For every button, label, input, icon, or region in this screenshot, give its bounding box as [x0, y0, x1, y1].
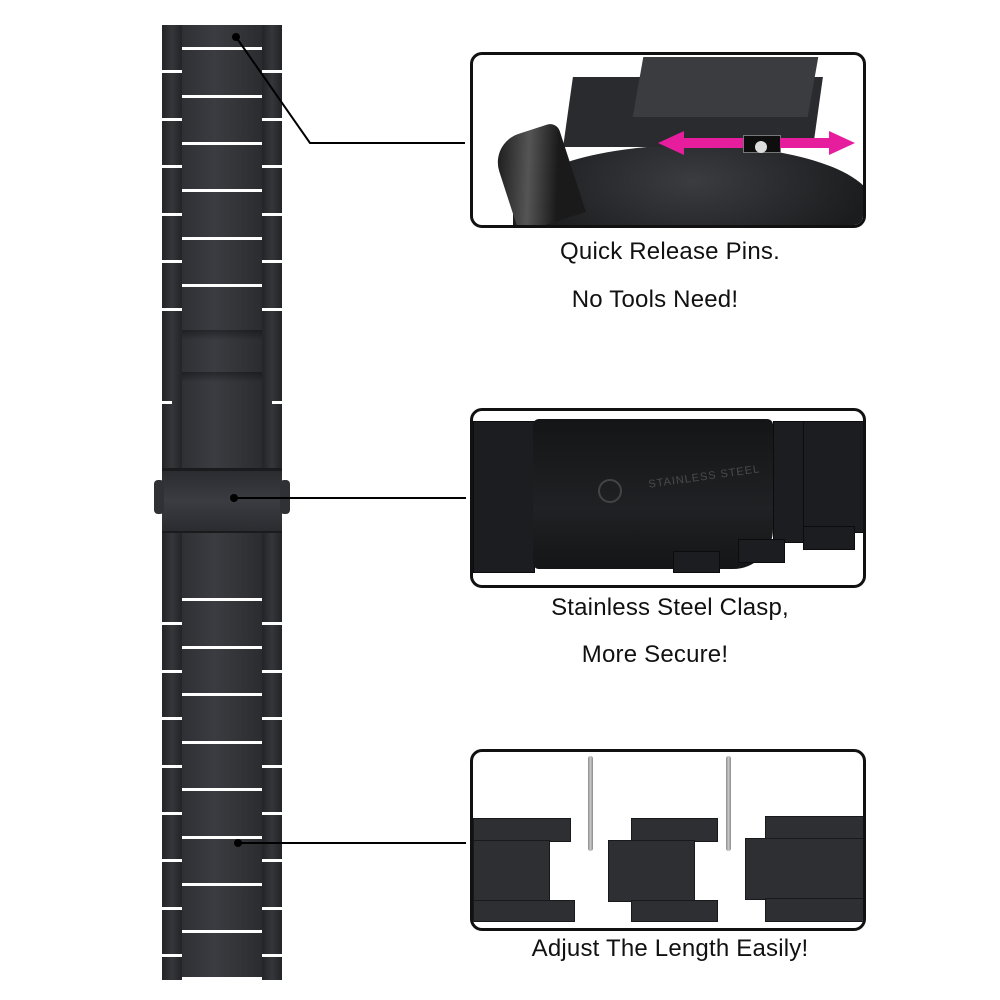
link-gap — [162, 765, 182, 768]
link-gap — [182, 930, 262, 933]
link-gap — [162, 213, 182, 216]
arrow-left-icon — [658, 131, 684, 155]
link-gap — [262, 717, 282, 720]
link-gap — [182, 189, 262, 192]
link-gap — [162, 118, 182, 121]
link-gap — [262, 260, 282, 263]
caption-quick-release-1: Quick Release Pins. — [560, 238, 780, 265]
caption-quick-release-2: No Tools Need! — [571, 286, 739, 313]
arrow-right-shaft — [780, 138, 830, 148]
strap-link-bottom — [803, 526, 855, 550]
link-gap — [182, 95, 262, 98]
link-segment — [631, 818, 718, 842]
link-segment — [631, 900, 718, 922]
link-gap — [162, 622, 182, 625]
link-gap — [272, 401, 282, 404]
link-gap — [162, 717, 182, 720]
clasp-cover — [533, 419, 773, 569]
strap-link-right — [803, 421, 863, 533]
link-gap — [182, 788, 262, 791]
leader-line-bottom — [240, 842, 466, 844]
link-segment — [473, 840, 550, 902]
link-segment — [473, 818, 571, 842]
link-gap — [262, 213, 282, 216]
link-gap — [182, 598, 262, 601]
panel-clasp: STAINLESS STEEL — [470, 408, 866, 588]
strap-link-right — [773, 421, 805, 543]
link-gap — [182, 693, 262, 696]
callout-dot-bottom — [234, 839, 242, 847]
link-gap — [162, 812, 182, 815]
link-gap — [162, 260, 182, 263]
link-gap — [162, 954, 182, 957]
link-plate — [632, 57, 819, 117]
clasp-button-left — [154, 480, 164, 514]
link-gap — [182, 741, 262, 744]
panel-adjust — [470, 749, 866, 931]
pin-lever — [755, 141, 767, 153]
link-segment — [473, 900, 575, 922]
link-shadow — [182, 372, 262, 382]
caption-clasp-2: More Secure! — [581, 641, 729, 668]
watch-strap — [154, 25, 290, 980]
deployment-clasp — [162, 468, 282, 533]
link-gap — [162, 70, 182, 73]
link-gap — [182, 836, 262, 839]
leader-line-top — [235, 36, 465, 144]
caption-adjust: Adjust The Length Easily! — [531, 935, 809, 962]
caption-clasp-1: Stainless Steel Clasp, — [551, 594, 789, 621]
link-gap — [262, 165, 282, 168]
link-gap — [162, 670, 182, 673]
link-gap — [262, 765, 282, 768]
leader-line-middle — [236, 497, 466, 499]
arrow-left-shaft — [683, 138, 743, 148]
link-gap — [162, 165, 182, 168]
link-segment — [608, 840, 695, 902]
link-gap — [262, 622, 282, 625]
link-gap — [182, 284, 262, 287]
link-gap — [162, 308, 182, 311]
link-gap — [182, 47, 262, 50]
link-pin-right — [726, 756, 731, 851]
link-gap — [182, 883, 262, 886]
link-segment — [765, 898, 863, 922]
link-gap — [162, 859, 182, 862]
link-shadow — [182, 330, 262, 340]
strap-link-bottom — [673, 551, 720, 573]
brand-emblem-icon — [598, 479, 622, 503]
link-pin-left — [588, 756, 593, 851]
strap-link-left — [473, 421, 535, 573]
callout-dot-middle — [230, 494, 238, 502]
link-gap — [182, 142, 262, 145]
link-gap — [262, 859, 282, 862]
link-gap — [182, 237, 262, 240]
link-gap — [262, 308, 282, 311]
link-segment — [765, 816, 863, 840]
panel-quick-release — [470, 52, 866, 228]
arrow-right-icon — [829, 131, 855, 155]
link-gap — [262, 670, 282, 673]
link-gap — [262, 812, 282, 815]
link-gap — [262, 954, 282, 957]
link-gap — [182, 646, 262, 649]
link-gap — [162, 907, 182, 910]
link-gap — [262, 70, 282, 73]
link-gap — [182, 977, 262, 980]
strap-link-bottom — [738, 539, 785, 563]
link-gap — [162, 401, 172, 404]
link-segment — [745, 838, 863, 900]
link-gap — [262, 907, 282, 910]
link-gap — [262, 118, 282, 121]
